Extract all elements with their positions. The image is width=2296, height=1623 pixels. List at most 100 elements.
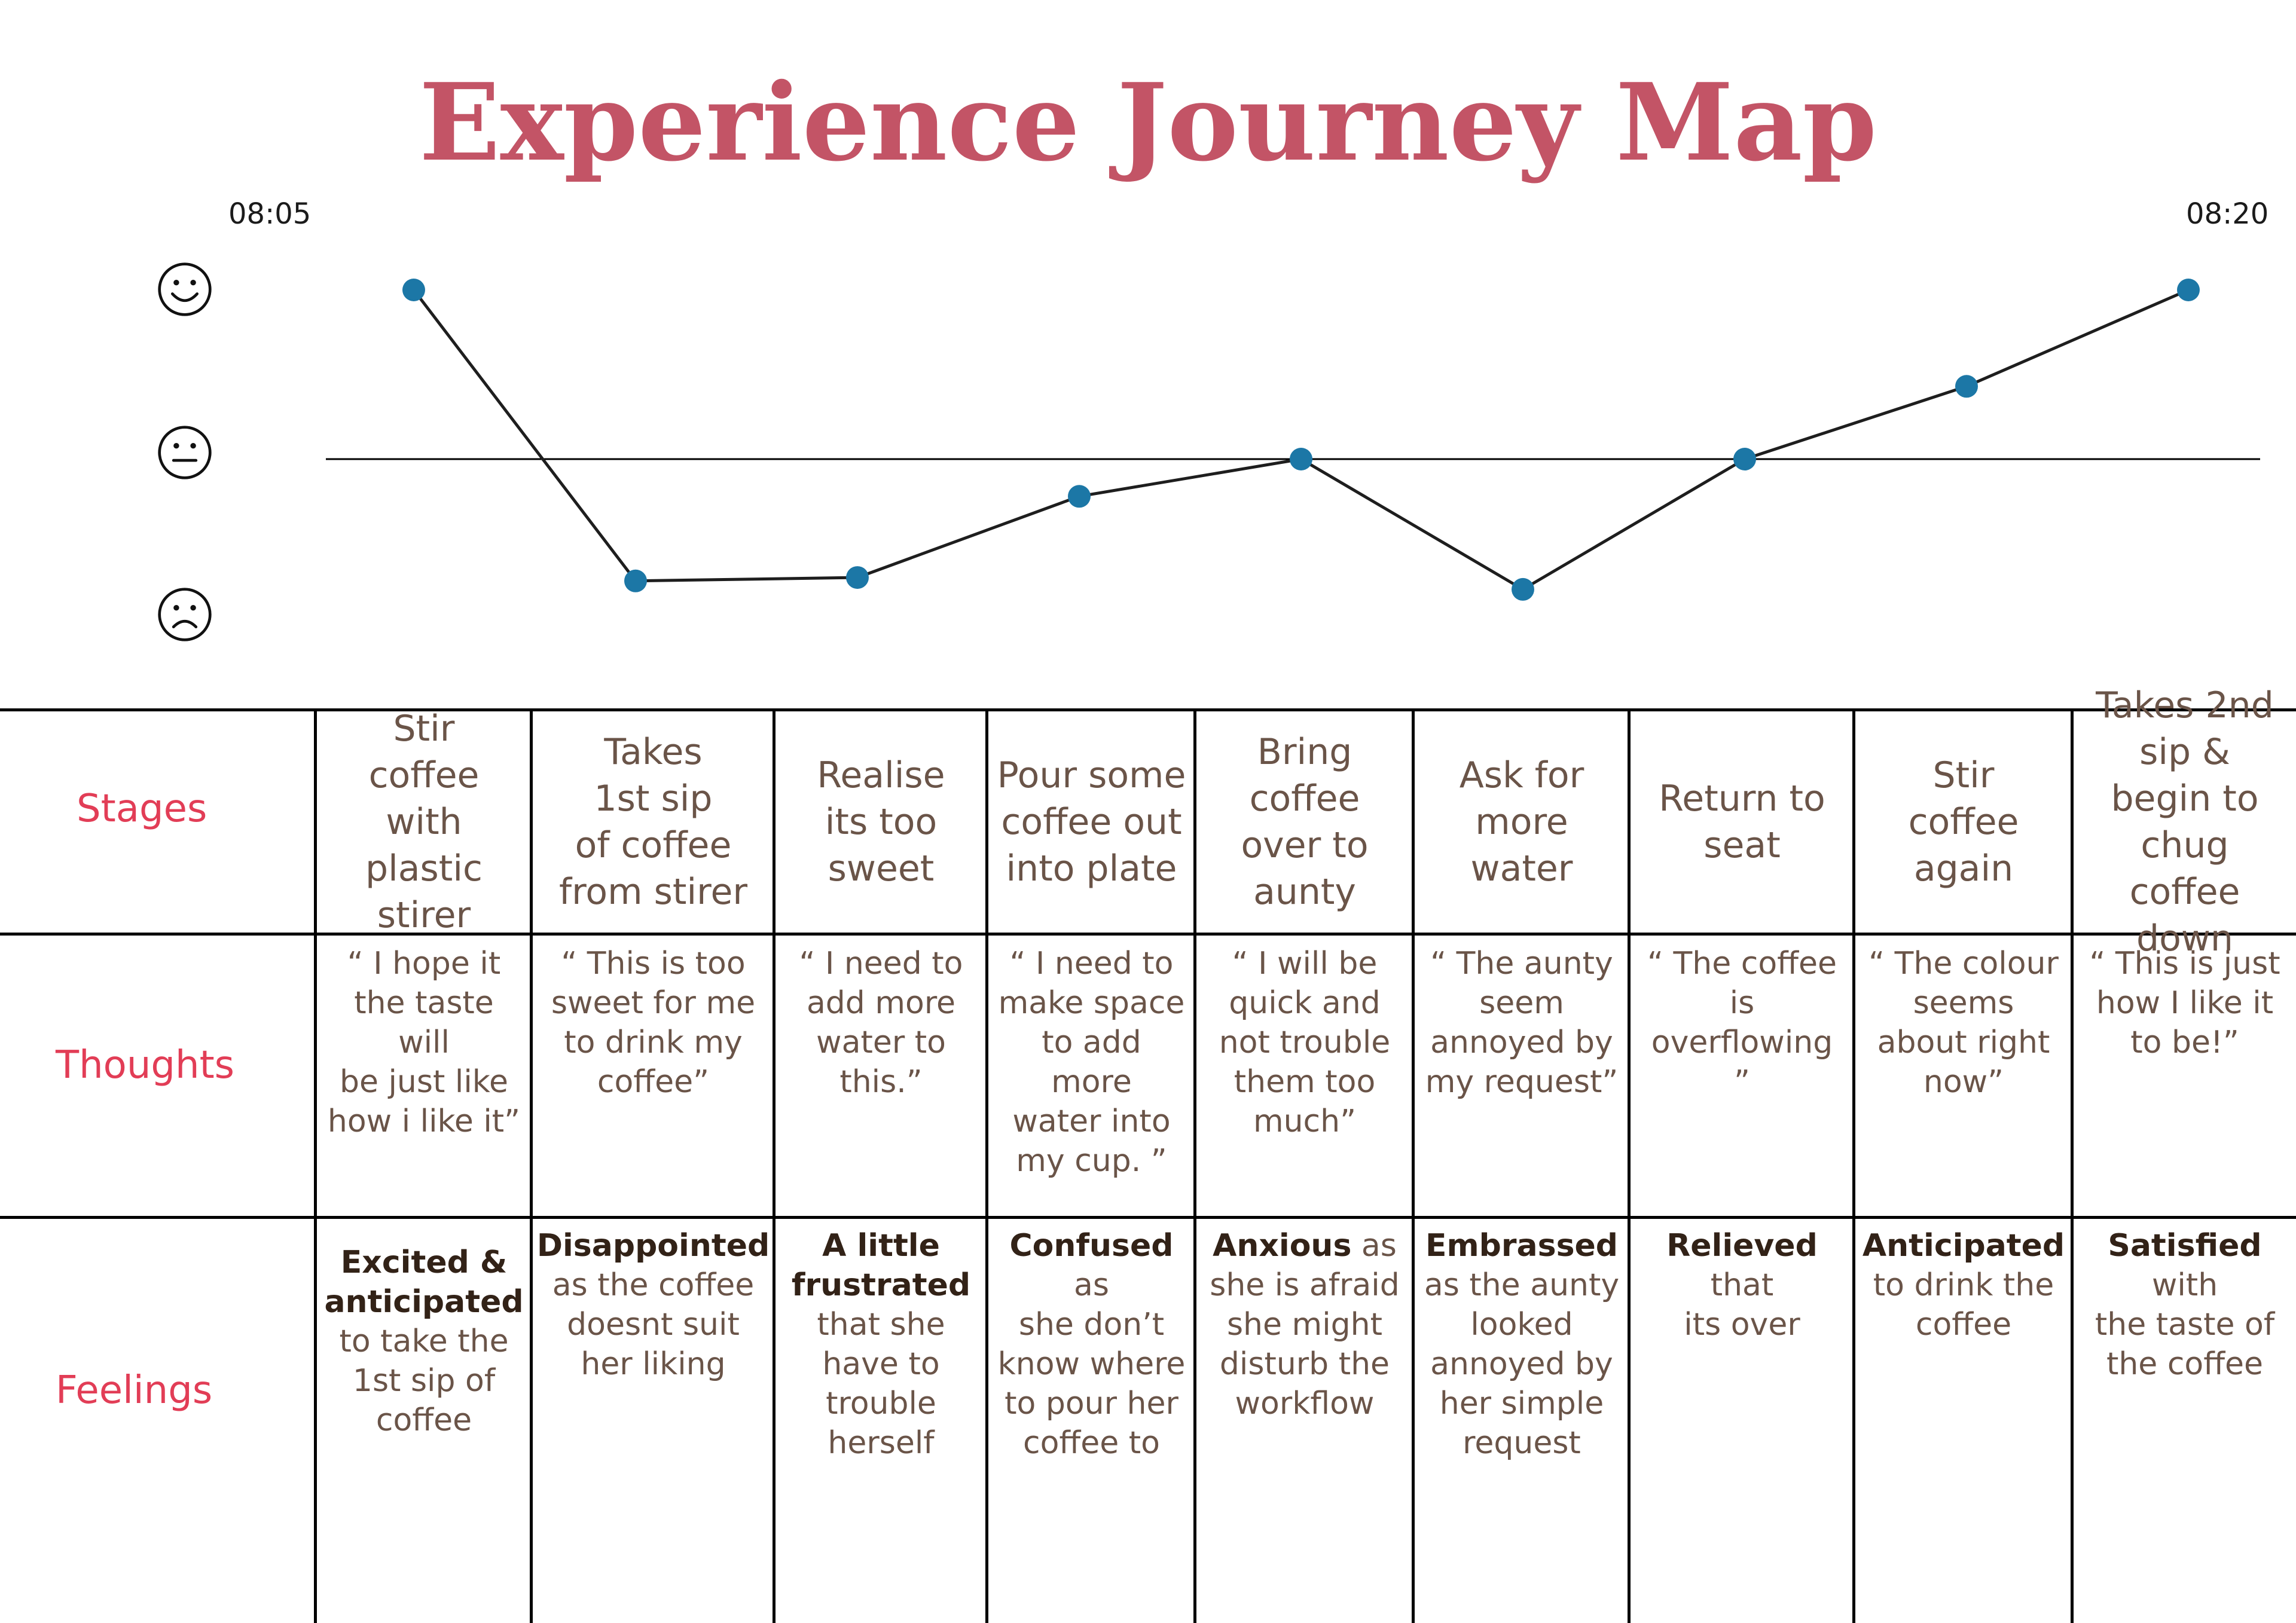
feeling-detail: to take the 1st sip of coffee xyxy=(339,1324,509,1438)
feeling-detail: as she is afraid she might disturb the w… xyxy=(1210,1228,1400,1422)
thought-text: “ This is just how I like it to be!” xyxy=(2089,946,2280,1060)
frowning-face-icon xyxy=(158,588,212,641)
feeling-text: Relieved that its over xyxy=(1639,1226,1845,1344)
stage-cell: Ask for more water xyxy=(1415,711,1629,933)
feeling-text: Satisfied with the taste of the coffee xyxy=(2082,1226,2288,1384)
feeling-cell: Anticipated to drink the coffee xyxy=(1855,1219,2072,1623)
page-title: Experience Journey Map xyxy=(419,60,1877,185)
stage-text: Stir coffee with plastic stirer xyxy=(365,708,483,936)
emotion-series-line xyxy=(413,288,2189,591)
thought-cell: “ The colour seems about right now” xyxy=(1855,936,2072,1216)
column-divider-4 xyxy=(985,708,988,1623)
feeling-cell: Excited & anticipated to take the 1st si… xyxy=(317,1219,531,1623)
column-divider-5 xyxy=(1193,708,1196,1623)
emotion-point-8 xyxy=(1955,375,1978,398)
column-divider-2 xyxy=(530,708,533,1623)
thought-text: “ The coffee is overflowing ” xyxy=(1647,946,1837,1100)
stage-text: Ask for more water xyxy=(1459,754,1584,890)
stage-cell: Takes 1st sip of coffee from stirer xyxy=(533,711,774,933)
feeling-text: Anticipated to drink the coffee xyxy=(1863,1226,2065,1344)
feeling-keyword: A little frustrated xyxy=(791,1228,971,1303)
feeling-detail: that its over xyxy=(1684,1267,1800,1343)
column-divider-6 xyxy=(1412,708,1415,1623)
stage-cell: Realise its too sweet xyxy=(775,711,987,933)
feeling-keyword: Anxious xyxy=(1213,1228,1352,1264)
feeling-detail: as she don’t know where to pour her coff… xyxy=(997,1267,1186,1461)
thought-text: “ This is too sweet for me to drink my c… xyxy=(551,946,756,1100)
feeling-keyword: Satisfied xyxy=(2108,1228,2262,1264)
thought-cell: “ The aunty seem annoyed by my request” xyxy=(1415,936,1629,1216)
column-divider-9 xyxy=(2071,708,2074,1623)
row-label-thoughts: Thoughts xyxy=(56,1043,234,1087)
thought-cell: “ I will be quick and not trouble them t… xyxy=(1196,936,1413,1216)
feeling-keyword: Embrassed xyxy=(1425,1228,1619,1264)
feeling-keyword: Disappointed xyxy=(536,1228,770,1264)
feeling-text: Embrassed as the aunty looked annoyed by… xyxy=(1424,1226,1619,1463)
column-divider-3 xyxy=(773,708,775,1623)
thought-cell: “ I hope it the taste will be just like … xyxy=(317,936,531,1216)
stage-cell: Return to seat xyxy=(1631,711,1854,933)
stage-text: Pour some coffee out into plate xyxy=(997,754,1186,890)
thought-cell: “ This is just how I like it to be!” xyxy=(2074,936,2296,1216)
thought-text: “ I need to make space to add more water… xyxy=(998,946,1185,1179)
emotion-point-3 xyxy=(846,566,869,589)
feeling-detail: with the taste of the coffee xyxy=(2095,1267,2275,1382)
feeling-text: Excited & anticipated to take the 1st si… xyxy=(324,1243,523,1440)
smiling-face-icon xyxy=(158,262,212,316)
feeling-text: Anxious as she is afraid she might distu… xyxy=(1210,1226,1400,1423)
stage-cell: Bring coffee over to aunty xyxy=(1196,711,1413,933)
stages-row-divider xyxy=(0,933,2296,936)
thought-cell: “ I need to add more water to this.” xyxy=(775,936,987,1216)
emotion-point-5 xyxy=(1290,448,1312,470)
feeling-keyword: Relieved xyxy=(1666,1228,1818,1264)
feeling-keyword: Anticipated xyxy=(1862,1228,2065,1264)
feeling-detail: to drink the coffee xyxy=(1873,1267,2054,1343)
feeling-cell: Relieved that its over xyxy=(1631,1219,1854,1623)
row-label-feelings: Feelings xyxy=(56,1368,213,1413)
thought-text: “ The aunty seem annoyed by my request” xyxy=(1425,946,1619,1100)
thought-cell: “ The coffee is overflowing ” xyxy=(1631,936,1854,1216)
thought-text: “ I will be quick and not trouble them t… xyxy=(1219,946,1391,1139)
emotion-point-4 xyxy=(1068,485,1091,508)
stage-text: Realise its too sweet xyxy=(817,754,945,890)
emotion-point-2 xyxy=(624,569,647,592)
feeling-cell: Embrassed as the aunty looked annoyed by… xyxy=(1415,1219,1629,1623)
start-time: 08:05 xyxy=(228,197,312,231)
feeling-cell: Satisfied with the taste of the coffee xyxy=(2074,1219,2296,1623)
column-divider-1 xyxy=(314,708,317,1623)
stage-text: Takes 2nd sip & begin to chug coffee dow… xyxy=(2096,684,2274,959)
feeling-cell: Anxious as she is afraid she might distu… xyxy=(1196,1219,1413,1623)
emotion-line-chart xyxy=(326,279,2260,601)
feeling-keyword: Excited & anticipated xyxy=(324,1245,524,1320)
stage-text: Bring coffee over to aunty xyxy=(1241,731,1369,913)
emotion-point-1 xyxy=(402,279,425,301)
feeling-cell: A little frustrated that she have to tro… xyxy=(775,1219,987,1623)
thought-cell: “ This is too sweet for me to drink my c… xyxy=(533,936,774,1216)
table-top-border xyxy=(0,708,2296,711)
thought-text: “ I hope it the taste will be just like … xyxy=(327,946,521,1139)
feeling-detail: as the coffee doesnt suit her liking xyxy=(552,1267,755,1382)
feeling-cell: Disappointed as the coffee doesnt suit h… xyxy=(533,1219,774,1623)
stage-cell: Takes 2nd sip & begin to chug coffee dow… xyxy=(2074,684,2296,959)
emotion-point-6 xyxy=(1512,577,1534,601)
stage-cell: Stir coffee with plastic stirer xyxy=(317,708,531,936)
feeling-detail: that she have to trouble herself xyxy=(817,1307,945,1461)
neutral-face-icon xyxy=(158,426,212,479)
feeling-cell: Confused as she don’t know where to pour… xyxy=(988,1219,1195,1623)
emotion-point-7 xyxy=(1733,448,1756,470)
column-divider-8 xyxy=(1852,708,1855,1623)
stage-text: Stir coffee again xyxy=(1908,754,2019,890)
feeling-keyword: Confused xyxy=(1009,1228,1174,1264)
thought-text: “ The colour seems about right now” xyxy=(1868,946,2059,1100)
feeling-text: A little frustrated that she have to tro… xyxy=(792,1226,970,1463)
feeling-detail: as the aunty looked annoyed by her simpl… xyxy=(1424,1267,1620,1461)
stage-text: Takes 1st sip of coffee from stirer xyxy=(558,731,748,913)
stage-cell: Pour some coffee out into plate xyxy=(988,711,1195,933)
emotion-point-9 xyxy=(2177,279,2200,301)
feeling-text: Disappointed as the coffee doesnt suit h… xyxy=(537,1226,770,1384)
feeling-text: Confused as she don’t know where to pour… xyxy=(997,1226,1186,1463)
stage-text: Return to seat xyxy=(1659,778,1825,866)
end-time: 08:20 xyxy=(2186,197,2269,231)
thought-text: “ I need to add more water to this.” xyxy=(799,946,963,1100)
thoughts-row-divider xyxy=(0,1216,2296,1219)
